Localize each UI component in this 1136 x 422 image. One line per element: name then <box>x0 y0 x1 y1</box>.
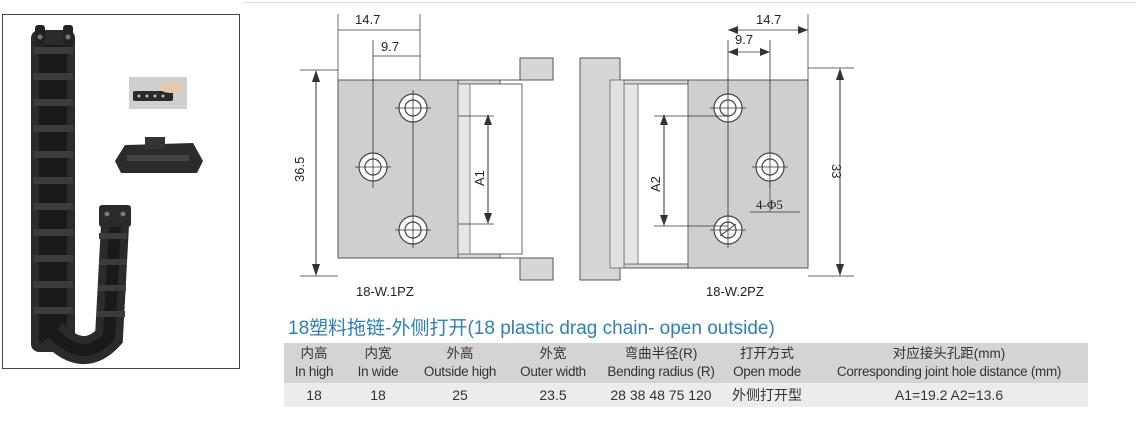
table-row: 18 18 25 23.5 28 38 48 75 120 外侧打开型 A1=1… <box>284 383 1088 407</box>
col-hole-distance: 对应接头孔距(mm)Corresponding joint hole dista… <box>810 343 1088 383</box>
left-dim-a1: A1 <box>472 170 487 186</box>
right-dim-9-7: 9.7 <box>735 32 753 47</box>
left-caption: 18-W.1PZ <box>356 284 414 299</box>
left-bracket: 14.7 9.7 36.5 A1 18-W.1PZ <box>292 12 554 299</box>
left-dim-36-5: 36.5 <box>292 157 307 182</box>
product-photo <box>2 14 240 369</box>
cell-open-mode: 外侧打开型 <box>724 383 810 407</box>
drag-chain-photo <box>31 25 203 365</box>
right-dim-33: 33 <box>829 164 844 178</box>
cell-outer-width: 23.5 <box>508 383 598 407</box>
left-dim-9-7: 9.7 <box>381 39 399 54</box>
chain-strand <box>31 25 75 352</box>
right-dim-14-7: 14.7 <box>756 12 781 27</box>
left-dim-14-7: 14.7 <box>355 12 380 27</box>
product-heading: 18塑料拖链-外侧打开(18 plastic drag chain- open … <box>288 318 775 339</box>
chain-bend <box>42 205 131 365</box>
cell-hole-distance: A1=19.2 A2=13.6 <box>810 383 1088 407</box>
technical-drawing: 14.7 9.7 36.5 A1 18-W.1PZ <box>280 0 860 310</box>
cell-bending-radius: 28 38 48 75 120 <box>598 383 724 407</box>
right-dim-a2: A2 <box>648 176 663 192</box>
right-bracket: 14.7 9.7 33 A2 4-Φ5 18-W.2PZ <box>579 12 854 299</box>
right-caption: 18-W.2PZ <box>706 284 764 299</box>
cell-outside-high: 25 <box>412 383 508 407</box>
top-rule <box>244 2 1136 3</box>
col-bending-radius: 弯曲半径(R)Bending radius (R) <box>598 343 724 383</box>
detail-thumbnail <box>129 77 187 109</box>
end-bracket-detail <box>115 137 203 173</box>
drawing-svg: 14.7 9.7 36.5 A1 18-W.1PZ <box>292 12 854 299</box>
cell-in-wide: 18 <box>344 383 412 407</box>
hole-spec-label: 4-Φ5 <box>756 197 783 212</box>
cell-in-high: 18 <box>284 383 344 407</box>
